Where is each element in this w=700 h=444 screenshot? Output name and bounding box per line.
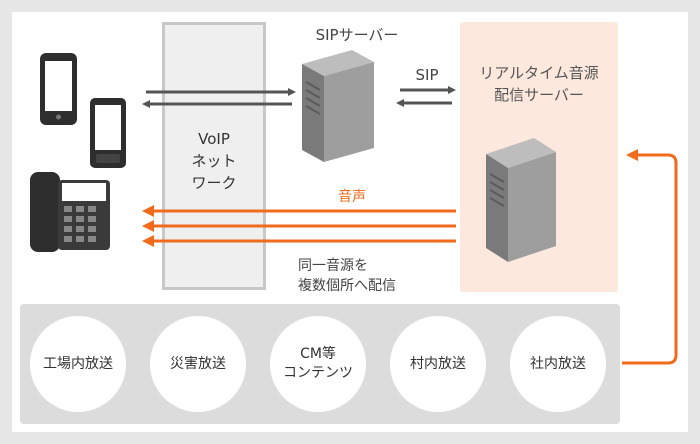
- desk-phone-icon: [30, 172, 110, 252]
- voip-network-label: VoIP ネット ワーク: [191, 130, 237, 192]
- voip-network-box: [162, 22, 266, 290]
- smartphone-small-icon: [90, 98, 126, 168]
- voice-arrows: [142, 205, 456, 247]
- sip-link-label: SIP: [415, 66, 439, 84]
- device-sip-arrows: [142, 88, 296, 108]
- smartphone-large-icon: [40, 53, 77, 125]
- source-cm-content: CM等 コンテンツ: [270, 316, 366, 412]
- source-village-broadcast: 村内放送: [390, 316, 486, 412]
- source-feed-arrow: [622, 149, 678, 365]
- sip-realtime-arrows: [396, 86, 456, 107]
- source-factory-broadcast: 工場内放送: [30, 316, 126, 412]
- sip-server-icon: [302, 50, 374, 162]
- source-office-broadcast: 社内放送: [510, 316, 606, 412]
- realtime-server-icon: [486, 138, 556, 262]
- source-disaster-broadcast: 災害放送: [150, 316, 246, 412]
- broadcast-note: 同一音源を 複数個所へ配信: [298, 258, 396, 294]
- voice-link-label: 音声: [338, 189, 366, 205]
- realtime-server-title: リアルタイム音源 配信サーバー: [479, 64, 599, 104]
- sip-server-title: SIPサーバー: [315, 26, 399, 44]
